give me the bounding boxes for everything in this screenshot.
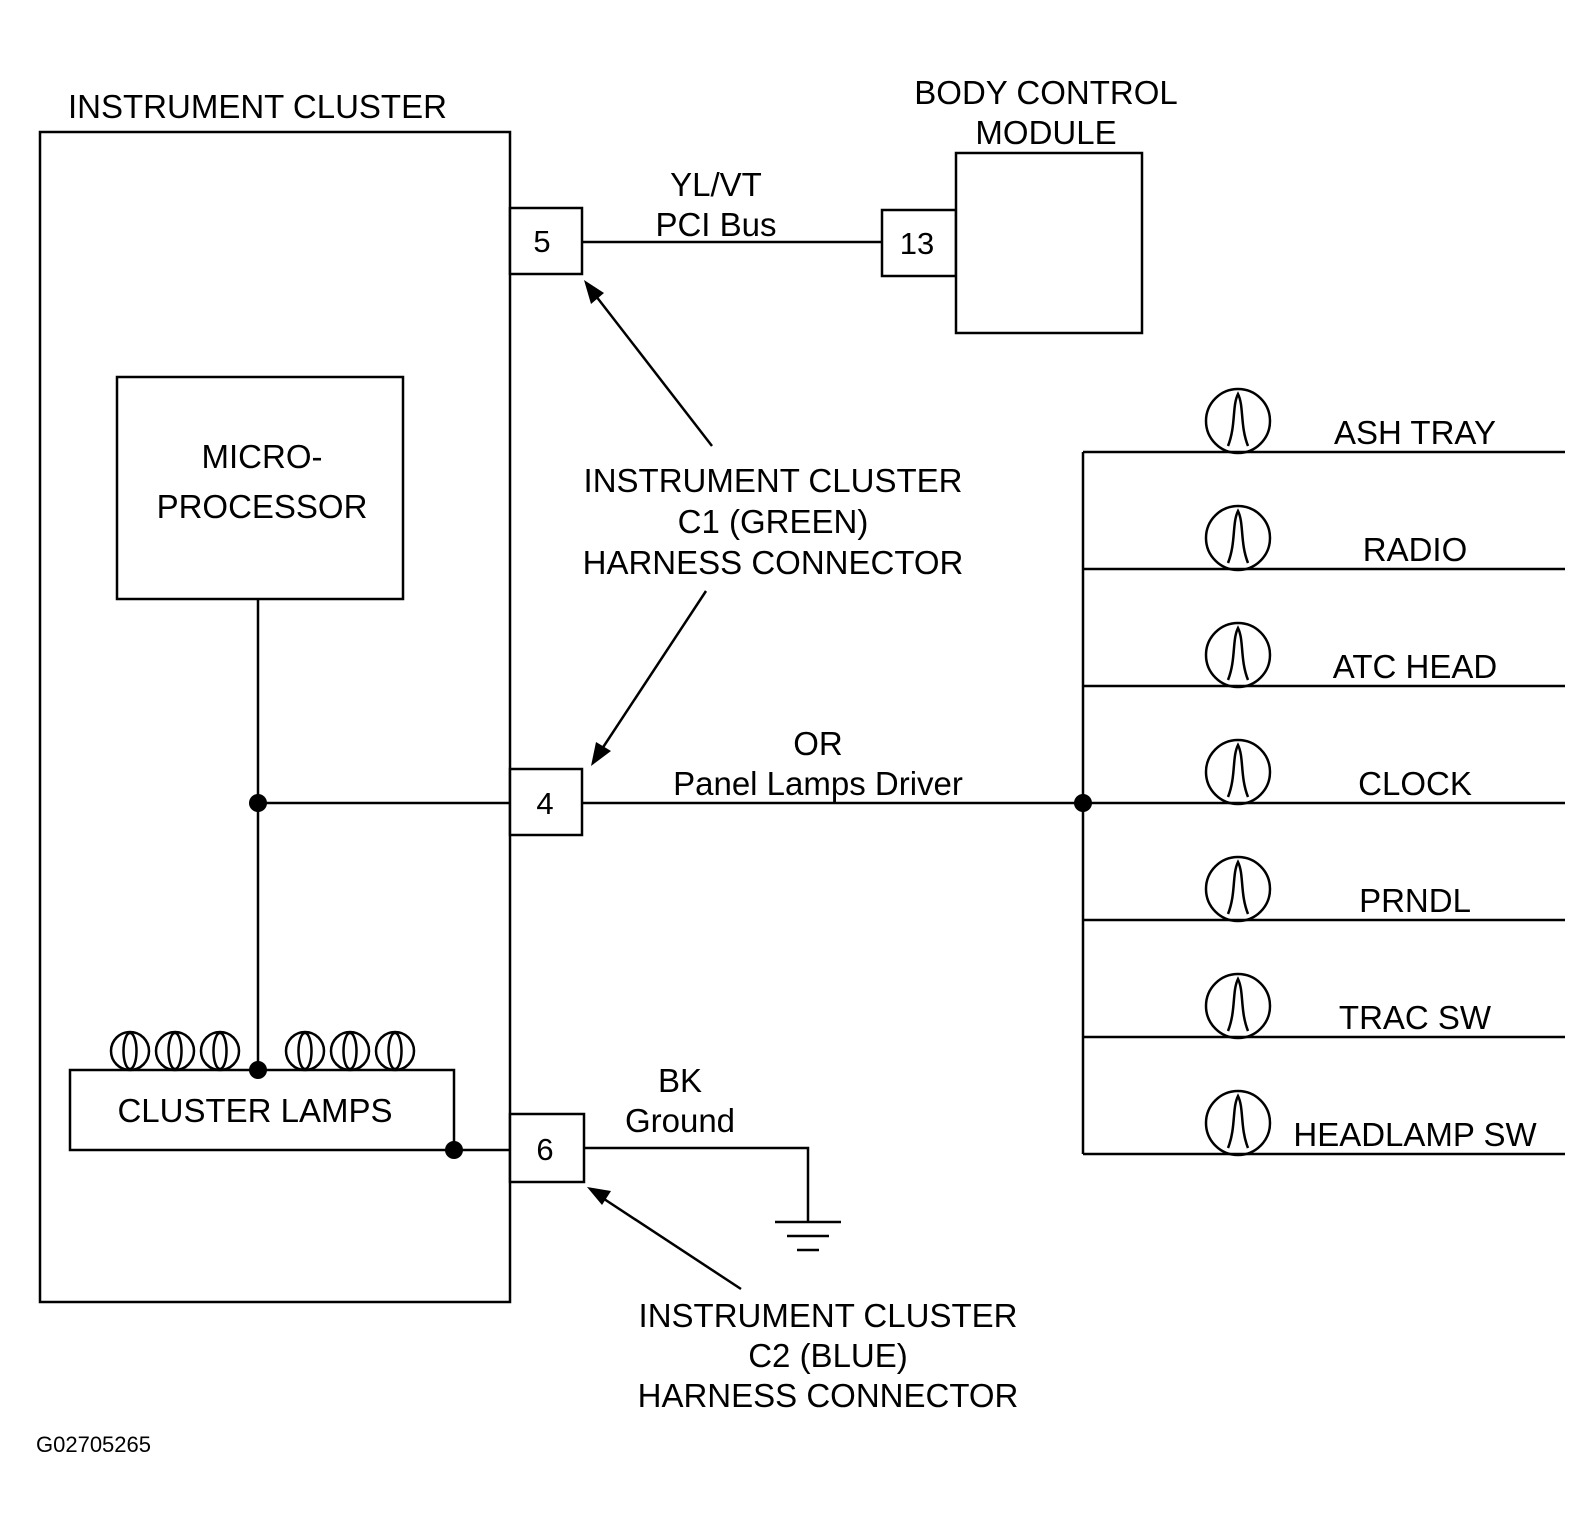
cluster-lamps-label: CLUSTER LAMPS: [117, 1092, 392, 1129]
bulb-icon: [154, 1030, 196, 1072]
bulb-icon: [284, 1030, 326, 1072]
lamp-label: RADIO: [1363, 531, 1468, 568]
c1-arrowhead-pin4: [591, 742, 611, 766]
lamp-bulb-icon: [1204, 387, 1272, 455]
panel-name-label: Panel Lamps Driver: [673, 765, 963, 802]
figure-id: G02705265: [36, 1432, 151, 1457]
lamp-row: CLOCK: [1083, 738, 1565, 806]
c1-arrowhead-pin5: [584, 280, 604, 304]
pin-6-label: 6: [536, 1132, 553, 1167]
c2-arrow-to-pin6: [594, 1191, 742, 1291]
panel-color-label: OR: [793, 725, 843, 762]
pci-color-label: YL/VT: [670, 166, 762, 203]
lamp-row: HEADLAMP SW: [1083, 1089, 1565, 1157]
cluster-lamps-box: [68, 1068, 456, 1152]
pin-5-box: [508, 206, 584, 276]
lamp-bulb-icon: [1204, 1089, 1272, 1157]
lamp-row: ASH TRAY: [1083, 387, 1565, 455]
c2-arrowhead-pin6: [587, 1187, 611, 1205]
pin-13-label: 13: [900, 226, 934, 261]
lamp-row: ATC HEAD: [1083, 621, 1565, 689]
ground-symbol-icon: [775, 1220, 841, 1252]
lamp-row: TRAC SW: [1083, 972, 1565, 1040]
junction-dot-ground: [445, 1141, 463, 1159]
lamp-label: PRNDL: [1359, 882, 1471, 919]
lamp-bulb-icon: [1204, 738, 1272, 806]
lamp-bulb-icon: [1204, 504, 1272, 572]
c1-label-3: HARNESS CONNECTOR: [583, 544, 964, 581]
lamp-label: CLOCK: [1358, 765, 1472, 802]
lamp-label: TRAC SW: [1339, 999, 1492, 1036]
microprocessor-label-2: PROCESSOR: [157, 488, 368, 525]
instrument-cluster-title: INSTRUMENT CLUSTER: [68, 88, 447, 125]
ground-name-label: Ground: [625, 1102, 735, 1139]
bulb-icon: [329, 1030, 371, 1072]
lamp-bulb-icon: [1204, 972, 1272, 1040]
lamp-label: HEADLAMP SW: [1293, 1116, 1537, 1153]
lamp-row: RADIO: [1083, 504, 1565, 572]
microprocessor-box: [115, 375, 405, 601]
c1-arrow-to-pin4: [594, 590, 708, 759]
lamp-bulb-icon: [1204, 621, 1272, 689]
junction-dot-lamps: [249, 1061, 267, 1079]
c2-label-3: HARNESS CONNECTOR: [638, 1377, 1019, 1414]
c1-label-1: INSTRUMENT CLUSTER: [584, 462, 963, 499]
ground-wire: [584, 1146, 810, 1222]
lamp-label: ATC HEAD: [1333, 648, 1497, 685]
c2-label-2: C2 (BLUE): [748, 1337, 908, 1374]
pin-4-label: 4: [536, 786, 553, 821]
body-control-module-box: [954, 151, 1144, 335]
pin-4-box: [508, 767, 584, 837]
c2-label-1: INSTRUMENT CLUSTER: [639, 1297, 1018, 1334]
ground-color-label: BK: [658, 1062, 702, 1099]
lamp-label: ASH TRAY: [1334, 414, 1496, 451]
lamp-row: PRNDL: [1083, 855, 1565, 923]
microprocessor-label-1: MICRO-: [202, 438, 323, 475]
pci-name-label: PCI Bus: [655, 206, 776, 243]
junction-dot-micro: [249, 794, 267, 812]
pin-5-label: 5: [533, 224, 550, 259]
c1-label-2: C1 (GREEN): [678, 503, 869, 540]
c1-arrow-to-pin5: [588, 286, 713, 447]
bulb-icon: [109, 1030, 151, 1072]
lamp-rows: ASH TRAY RADIO ATC HEAD CLOCK PRNDL TRAC SW HE…: [1083, 387, 1565, 1157]
bulb-icon: [374, 1030, 416, 1072]
cluster-bulb-icons: [109, 1030, 416, 1072]
bcm-title-2: MODULE: [975, 114, 1116, 151]
lamp-bulb-icon: [1204, 855, 1272, 923]
bulb-icon: [199, 1030, 241, 1072]
bcm-title-1: BODY CONTROL: [914, 74, 1177, 111]
